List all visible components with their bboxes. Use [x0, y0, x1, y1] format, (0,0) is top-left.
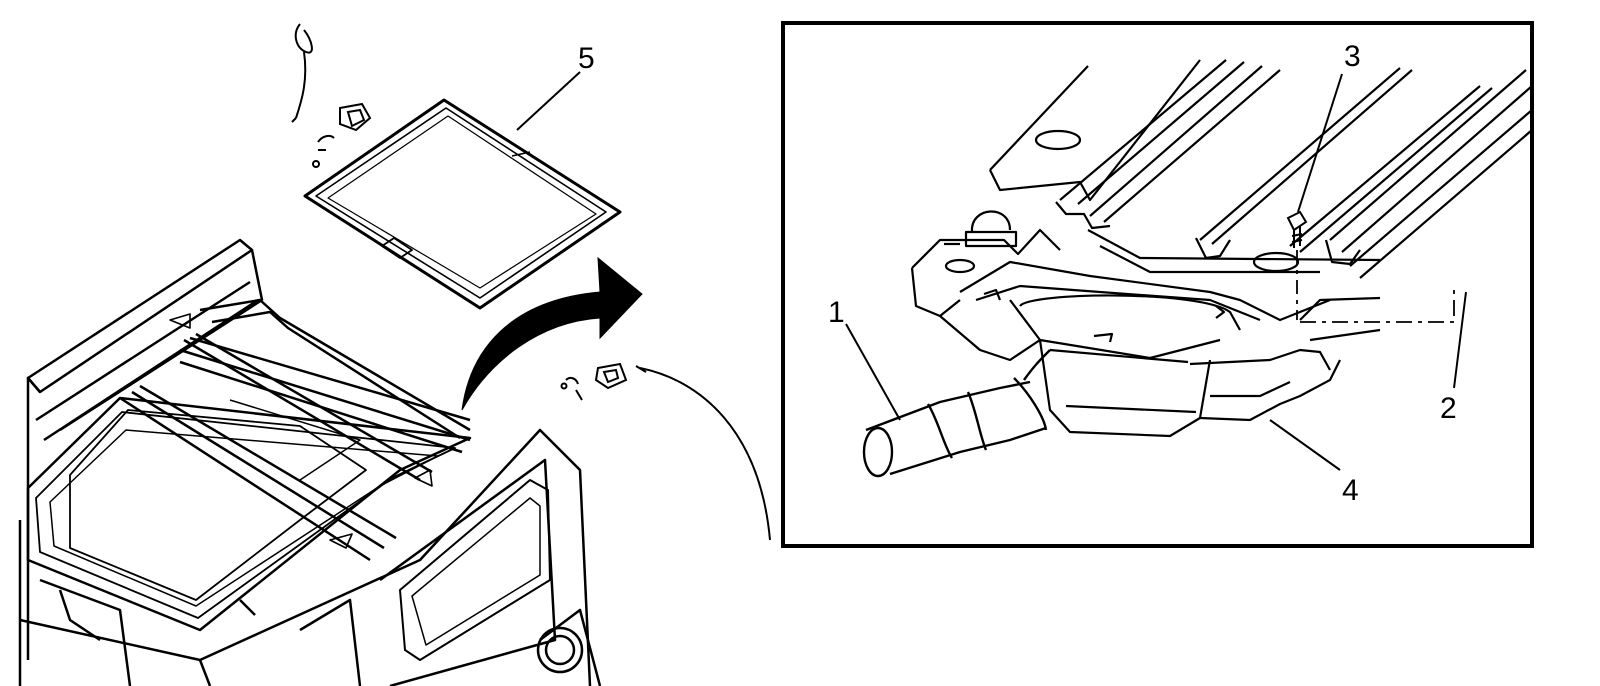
- vehicle-body-side: [19, 428, 592, 686]
- callout-2: 2: [1440, 291, 1467, 425]
- clip-parts-upper: [312, 102, 372, 168]
- callout-5: 5: [516, 42, 595, 131]
- callout-label-5: 5: [578, 42, 595, 75]
- callout-label-2: 2: [1440, 392, 1457, 425]
- roof-glass-opening: [69, 409, 367, 601]
- cross-rail-middle: [119, 396, 371, 562]
- direction-arrow: [461, 256, 643, 411]
- motor-housing: [862, 349, 1051, 478]
- callout-label-4: 4: [1342, 474, 1359, 507]
- drive-cable-lower: [560, 362, 771, 541]
- alignment-line: [1300, 286, 1455, 323]
- detail-inset: 1 2 3 4: [781, 21, 1534, 548]
- rear-window-frame: [399, 479, 551, 661]
- detail-inset-frame: [781, 21, 1534, 548]
- drive-cable-upper: [291, 23, 313, 123]
- callout-3: 3: [1297, 40, 1361, 213]
- callout-4: 4: [1269, 419, 1359, 507]
- vehicle-roof-overview: [18, 238, 602, 686]
- drive-motor-bracket: [910, 210, 1381, 438]
- cross-rail-rear: [183, 338, 421, 482]
- callout-label-1: 1: [828, 296, 845, 329]
- windshield-frame: [26, 238, 254, 394]
- guide-rail-assembly: [989, 59, 1533, 279]
- callout-1: 1: [828, 296, 901, 421]
- sunroof-shade-panel: [303, 98, 622, 310]
- bolt-fastener: [1286, 210, 1308, 320]
- callout-label-3: 3: [1344, 40, 1361, 73]
